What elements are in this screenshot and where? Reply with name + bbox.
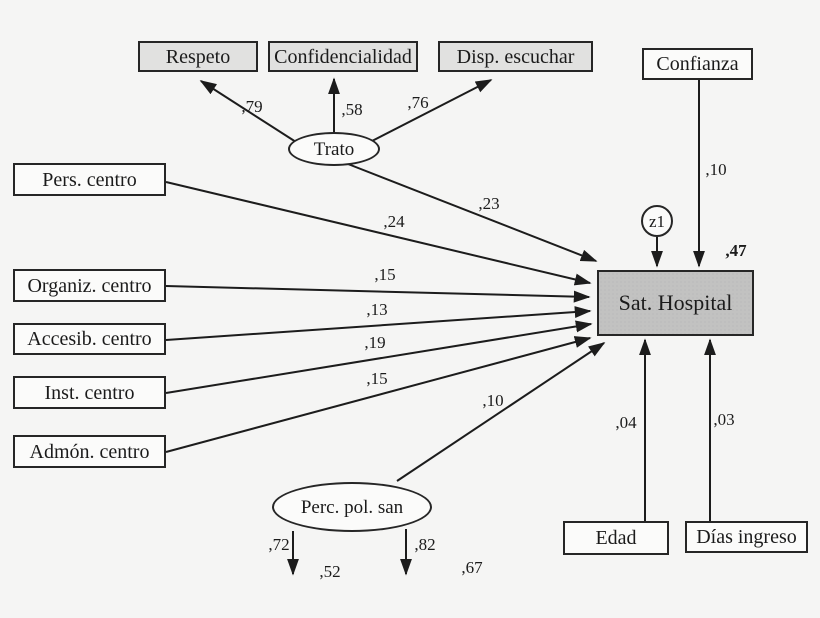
coef-organiz-sat: ,15 (374, 265, 396, 284)
coef-perc-ind-left: ,72 (268, 535, 290, 554)
node-confidencialidad: Confidencialidad (268, 41, 418, 72)
node-pers-centro-label: Pers. centro (42, 168, 137, 191)
node-confianza: Confianza (642, 48, 753, 80)
node-dias-ingreso: Días ingreso (685, 521, 808, 553)
path-trato-sat (347, 163, 598, 262)
path-trato-disp-escuchar (371, 79, 493, 142)
coef-confianza-sat: ,10 (705, 160, 727, 179)
coef-pers-sat: ,24 (383, 212, 405, 231)
coef-trato-disp-escuchar: ,76 (407, 93, 429, 112)
node-admon-centro: Admón. centro (13, 435, 166, 468)
node-pers-centro: Pers. centro (13, 163, 166, 196)
node-respeto-label: Respeto (165, 45, 231, 68)
path-pers-sat (165, 181, 592, 286)
coef-accesib-sat: ,13 (366, 300, 388, 319)
path-accesib-sat (165, 306, 592, 341)
node-respeto: Respeto (138, 41, 258, 72)
node-organiz-centro-label: Organiz. centro (27, 274, 152, 297)
node-confianza-label: Confianza (656, 53, 739, 75)
node-disp-escuchar: Disp. escuchar (438, 41, 593, 72)
node-perc-pol-san-label: Perc. pol. san (300, 496, 404, 518)
node-inst-centro-label: Inst. centro (44, 381, 135, 404)
node-dias-ingreso-label: Días ingreso (696, 526, 797, 548)
path-admon-sat (165, 336, 592, 453)
coef-trato-respeto: ,79 (241, 97, 263, 116)
node-accesib-centro-label: Accesib. centro (27, 328, 152, 350)
node-confidencialidad-label: Confidencialidad (274, 45, 412, 68)
node-sat-hospital: Sat. Hospital (597, 270, 754, 336)
node-admon-centro-label: Admón. centro (29, 440, 150, 463)
path-trato-respeto (199, 80, 297, 143)
coef-dias-sat: ,03 (713, 410, 735, 429)
coef-edad-sat: ,04 (615, 413, 637, 432)
node-trato-label: Trato (313, 138, 355, 160)
node-z1-error: z1 (641, 205, 673, 237)
coef-perc-sat: ,10 (482, 391, 504, 410)
coef-trato-sat: ,23 (478, 194, 500, 213)
node-sat-hospital-label: Sat. Hospital (618, 290, 733, 315)
coef-trato-confidencialidad: ,58 (341, 100, 363, 119)
node-organiz-centro: Organiz. centro (13, 269, 166, 302)
coef-perc-ind-left-r2: ,52 (319, 562, 341, 581)
node-trato: Trato (288, 132, 380, 166)
coef-perc-ind-right: ,82 (414, 535, 436, 554)
node-z1-label: z1 (648, 211, 666, 231)
node-inst-centro: Inst. centro (13, 376, 166, 409)
coef-inst-sat: ,19 (364, 333, 386, 352)
node-edad: Edad (563, 521, 669, 555)
coef-admon-sat: ,15 (366, 369, 388, 388)
path-organiz-sat (165, 285, 591, 303)
coef-sat-r2: ,47 (725, 241, 747, 260)
node-accesib-centro: Accesib. centro (13, 323, 166, 355)
node-edad-label: Edad (595, 527, 637, 549)
path-perc-sat (396, 342, 606, 482)
node-perc-pol-san: Perc. pol. san (272, 482, 432, 532)
path-inst-sat (165, 320, 593, 394)
coef-perc-ind-right-r2: ,67 (461, 558, 483, 577)
node-disp-escuchar-label: Disp. escuchar (456, 45, 575, 68)
